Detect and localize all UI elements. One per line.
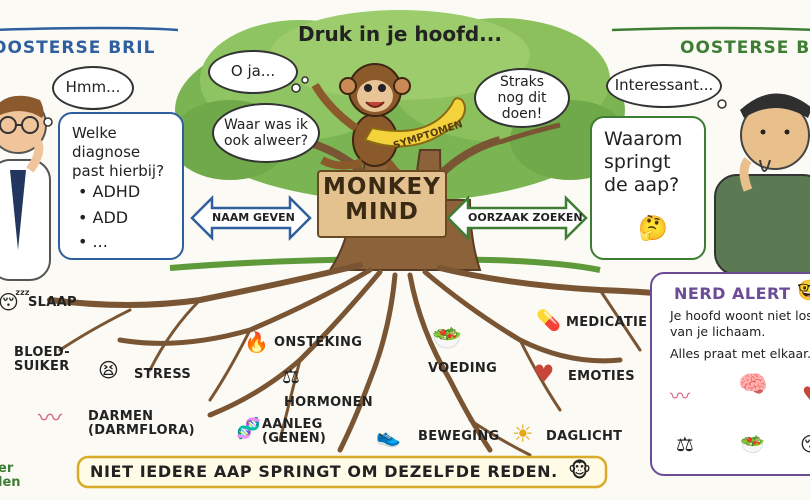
scale-small-icon: ⚖ — [676, 432, 694, 456]
root-label-hormonen: HORMONEN — [284, 395, 373, 410]
nerd-alert-title: NERD ALERT — [674, 284, 791, 303]
nerd-face-icon: 🤓 — [797, 278, 810, 302]
doctor-bullet-1: • ADHD — [78, 182, 141, 201]
tree-roots — [47, 262, 723, 457]
footer-banner-shape — [76, 455, 608, 489]
doctor-question-box: Welke diagnose past hierbij? • ADHD • AD… — [58, 112, 184, 260]
intestine-small-icon: 〰 — [670, 384, 690, 408]
root-label-emoties: EMOTIES — [568, 369, 635, 384]
brain-icon: 🧠 — [738, 370, 768, 398]
sleep-face-icon: 😴 — [0, 290, 31, 314]
salad-small-icon: 🥗 — [740, 432, 765, 456]
root-label-daglicht: DAGLICHT — [546, 429, 623, 444]
doctor-thought-text: Hmm... — [65, 78, 121, 97]
monkey-figure — [311, 63, 415, 189]
heart-icon: ♥ — [533, 360, 555, 388]
right-heading: OOSTERSE BRIL — [680, 38, 810, 58]
heart-small-icon: ♥ — [802, 384, 810, 404]
sage-thought-bubble: Interessant... — [606, 64, 722, 108]
nerd-alert-box: NERD ALERT Je hoofd woont niet los van j… — [650, 272, 810, 476]
sage-question-box: Waarom springt de aap? 🤔 — [590, 116, 706, 260]
monkey-face-icon: 🐵 — [568, 458, 592, 482]
monkey-mind-sign: MONKEY MIND — [317, 170, 447, 238]
shoe-icon: 👟 — [376, 424, 401, 448]
doctor-question: Welke diagnose past hierbij? — [72, 124, 165, 180]
root-label-onsteking: ONSTEKING — [274, 335, 363, 350]
flame-icon: 🔥 — [244, 330, 269, 354]
arrow-oorzaak-zoeken — [446, 194, 588, 242]
footer-text: NIET IEDERE AAP SPRINGT OM DEZELFDE REDE… — [90, 462, 558, 481]
doctor-thought-bubble: Hmm... — [52, 66, 134, 110]
pill-icon: 💊 — [536, 308, 561, 332]
doctor-figure — [0, 95, 51, 281]
thinking-face-icon: 🤔 — [638, 214, 668, 242]
banana-icon — [363, 97, 466, 148]
doctor-bullet-3: • ... — [78, 232, 108, 251]
nerd-alert-line-2: Alles praat met elkaar. — [670, 346, 810, 361]
top-title: Druk in je hoofd... — [298, 22, 502, 46]
nerd-alert-line-1: Je hoofd woont niet los van je lichaam. — [670, 308, 810, 339]
intestine-icon: 〰 — [38, 404, 62, 432]
dna-icon: 🧬 — [236, 416, 261, 440]
tree-bubble-oja: O ja... — [208, 50, 298, 94]
corner-text: er len — [0, 461, 21, 491]
tree-bubble-waar-was: Waar was ik ook alweer? — [212, 103, 320, 163]
scale-icon: ⚖ — [282, 364, 300, 388]
salad-icon: 🥗 — [432, 324, 462, 352]
tree-bubble-straks: Straks nog dit doen! — [474, 68, 570, 128]
stressed-face-icon: 😫 — [98, 358, 119, 382]
sage-figure — [714, 93, 810, 276]
sage-question: Waarom springt de aap? — [604, 128, 683, 196]
sign-line-1: MONKEY — [323, 174, 441, 200]
root-label-voeding: VOEDING — [428, 361, 498, 376]
left-heading: OOSTERSE BRIL — [0, 38, 156, 58]
root-label-beweging: BEWEGING — [418, 429, 500, 444]
root-label-darmen: DARMEN (DARMFLORA) — [88, 409, 195, 438]
sun-icon: ☀ — [512, 420, 534, 448]
root-label-medicatie: MEDICATIE — [566, 315, 648, 330]
doctor-bullet-2: • ADD — [78, 208, 129, 227]
arrow-right-label: OORZAAK ZOEKEN — [468, 211, 583, 224]
root-label-slaap: SLAAP — [28, 295, 77, 310]
root-label-bloedsuiker: BLOED- SUIKER — [14, 345, 70, 374]
arrow-left-label: NAAM GEVEN — [212, 211, 295, 224]
sleep-small-icon: 😴 — [800, 434, 810, 454]
sign-line-2: MIND — [345, 199, 419, 225]
root-label-stress: STRESS — [134, 367, 192, 382]
arrow-naam-geven — [190, 194, 312, 242]
root-label-aanleg: AANLEG (GENEN) — [262, 417, 327, 446]
